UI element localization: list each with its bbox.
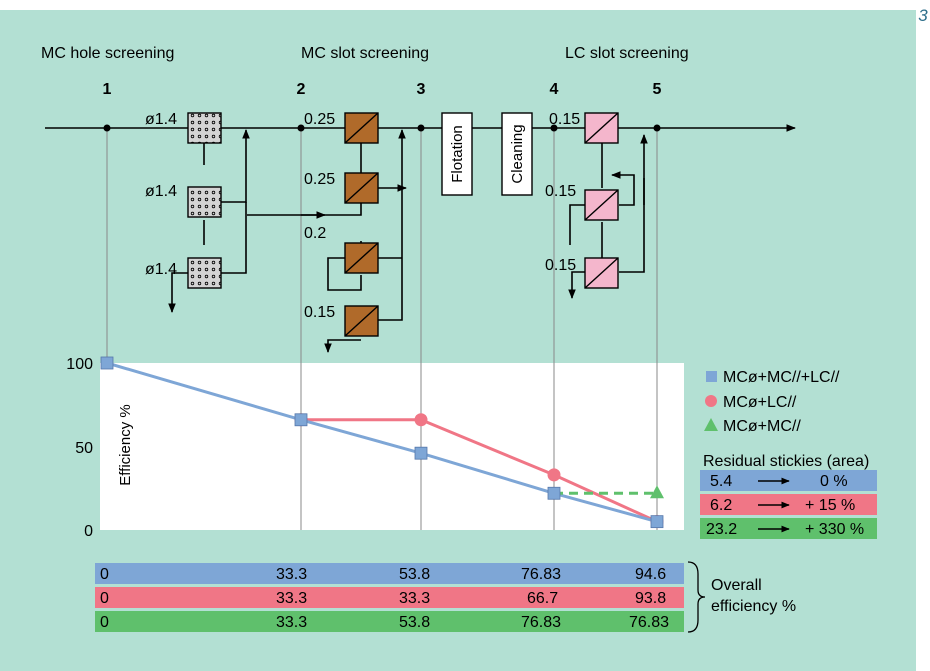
y-axis-label: Efficiency % [117,404,134,485]
series-1-point-1 [100,356,114,370]
lc-slot-size-1: 0.15 [549,111,580,128]
flow-piping [168,129,648,353]
flotation-box [441,112,473,196]
hole-screens [187,112,222,289]
overall-cell: 33.3 [276,614,307,631]
residual-stickies-title: Residual stickies (area) [703,453,869,470]
legend-label-series-1: MCø+MC//+LC// [723,369,840,386]
overall-label-line2: efficiency % [711,598,796,615]
overall-cell: 53.8 [399,566,430,583]
y-tick-100: 100 [66,356,93,373]
legend-marker-circle [705,395,717,407]
cleaning-box [501,112,533,196]
lc-slot-size-3: 0.15 [545,257,576,274]
junction-dots [103,124,661,132]
overall-row-3 [95,611,684,632]
series-1-point-3 [414,446,428,460]
overall-cell: 93.8 [635,590,666,607]
hole-size-2: ø1.4 [145,183,177,200]
legend: MCø+MC//+LC// MCø+LC// MCø+MC// [704,369,840,435]
mc-slot-size-4: 0.15 [304,304,335,321]
overall-cell: 53.8 [399,614,430,631]
legend-label-series-2: MCø+LC// [723,394,797,411]
overall-row-2 [95,587,684,608]
overall-label-line1: Overall [711,577,762,594]
overall-cell: 0 [100,614,109,631]
legend-label-series-3: MCø+MC// [723,418,801,435]
residual-value-2: 6.2 [710,497,732,514]
series-1-point-2 [294,413,308,427]
series-3-point-5 [650,485,664,499]
overall-row-1 [95,563,684,584]
cleaning-label: Cleaning [509,124,526,183]
series-1-point-5 [650,515,664,529]
point-number-4: 4 [550,81,559,98]
hole-size-3: ø1.4 [145,261,177,278]
hole-size-1: ø1.4 [145,111,177,128]
series-2-point-4 [547,468,561,482]
series-2-point-3 [414,413,428,427]
screen-size-labels: ø1.4 ø1.4 ø1.4 0.25 0.25 0.2 0.15 0.15 0… [145,111,580,321]
y-tick-0: 0 [84,523,93,540]
legend-marker-square [706,371,717,382]
overall-brace [687,561,706,633]
residual-change-3: + 330 % [805,521,864,538]
y-tick-50: 50 [75,440,93,457]
overall-cell: 0 [100,566,109,583]
legend-marker-triangle [704,418,718,431]
flotation-label: Flotation [449,125,466,183]
overall-cell: 94.6 [635,566,666,583]
residual-stickies-table: 5.4 6.2 23.2 0 % + 15 % + 330 % [700,470,877,539]
residual-value-3: 23.2 [706,521,737,538]
mc-slot-size-2: 0.25 [304,171,335,188]
overall-cell: 66.7 [527,590,558,607]
point-number-3: 3 [417,81,426,98]
series-line-2 [301,418,658,524]
mc-slot-size-1: 0.25 [304,111,335,128]
overall-efficiency-table: 0 33.3 53.8 76.83 94.6 0 33.3 33.3 66.7 … [95,561,796,633]
overall-cell: 0 [100,590,109,607]
point-number-5: 5 [653,81,662,98]
lc-slot-screens [584,112,619,289]
stage-label-mc-slot: MC slot screening [301,45,429,62]
point-number-1: 1 [103,81,112,98]
mc-slot-screens [344,112,379,337]
series-1-point-4 [547,486,561,500]
chart-series [100,356,664,529]
figure-number: 3 [918,6,928,25]
y-tick-labels: 100 50 0 [66,356,93,540]
overall-cell: 33.3 [276,566,307,583]
overall-cell: 76.83 [521,614,561,631]
overall-cell: 76.83 [521,566,561,583]
residual-value-1: 5.4 [710,473,732,490]
lc-slot-size-2: 0.15 [545,183,576,200]
stage-label-lc-slot: LC slot screening [565,45,689,62]
point-drop-lines [106,128,658,530]
residual-change-2: + 15 % [805,497,855,514]
point-numbers: 1 2 3 4 5 [103,81,662,98]
overall-cell: 33.3 [276,590,307,607]
residual-change-1: 0 % [820,473,848,490]
point-number-2: 2 [297,81,306,98]
overall-cell: 76.83 [629,614,669,631]
stage-label-hole: MC hole screening [41,45,174,62]
mc-slot-size-3: 0.2 [304,225,326,242]
overall-cell: 33.3 [399,590,430,607]
